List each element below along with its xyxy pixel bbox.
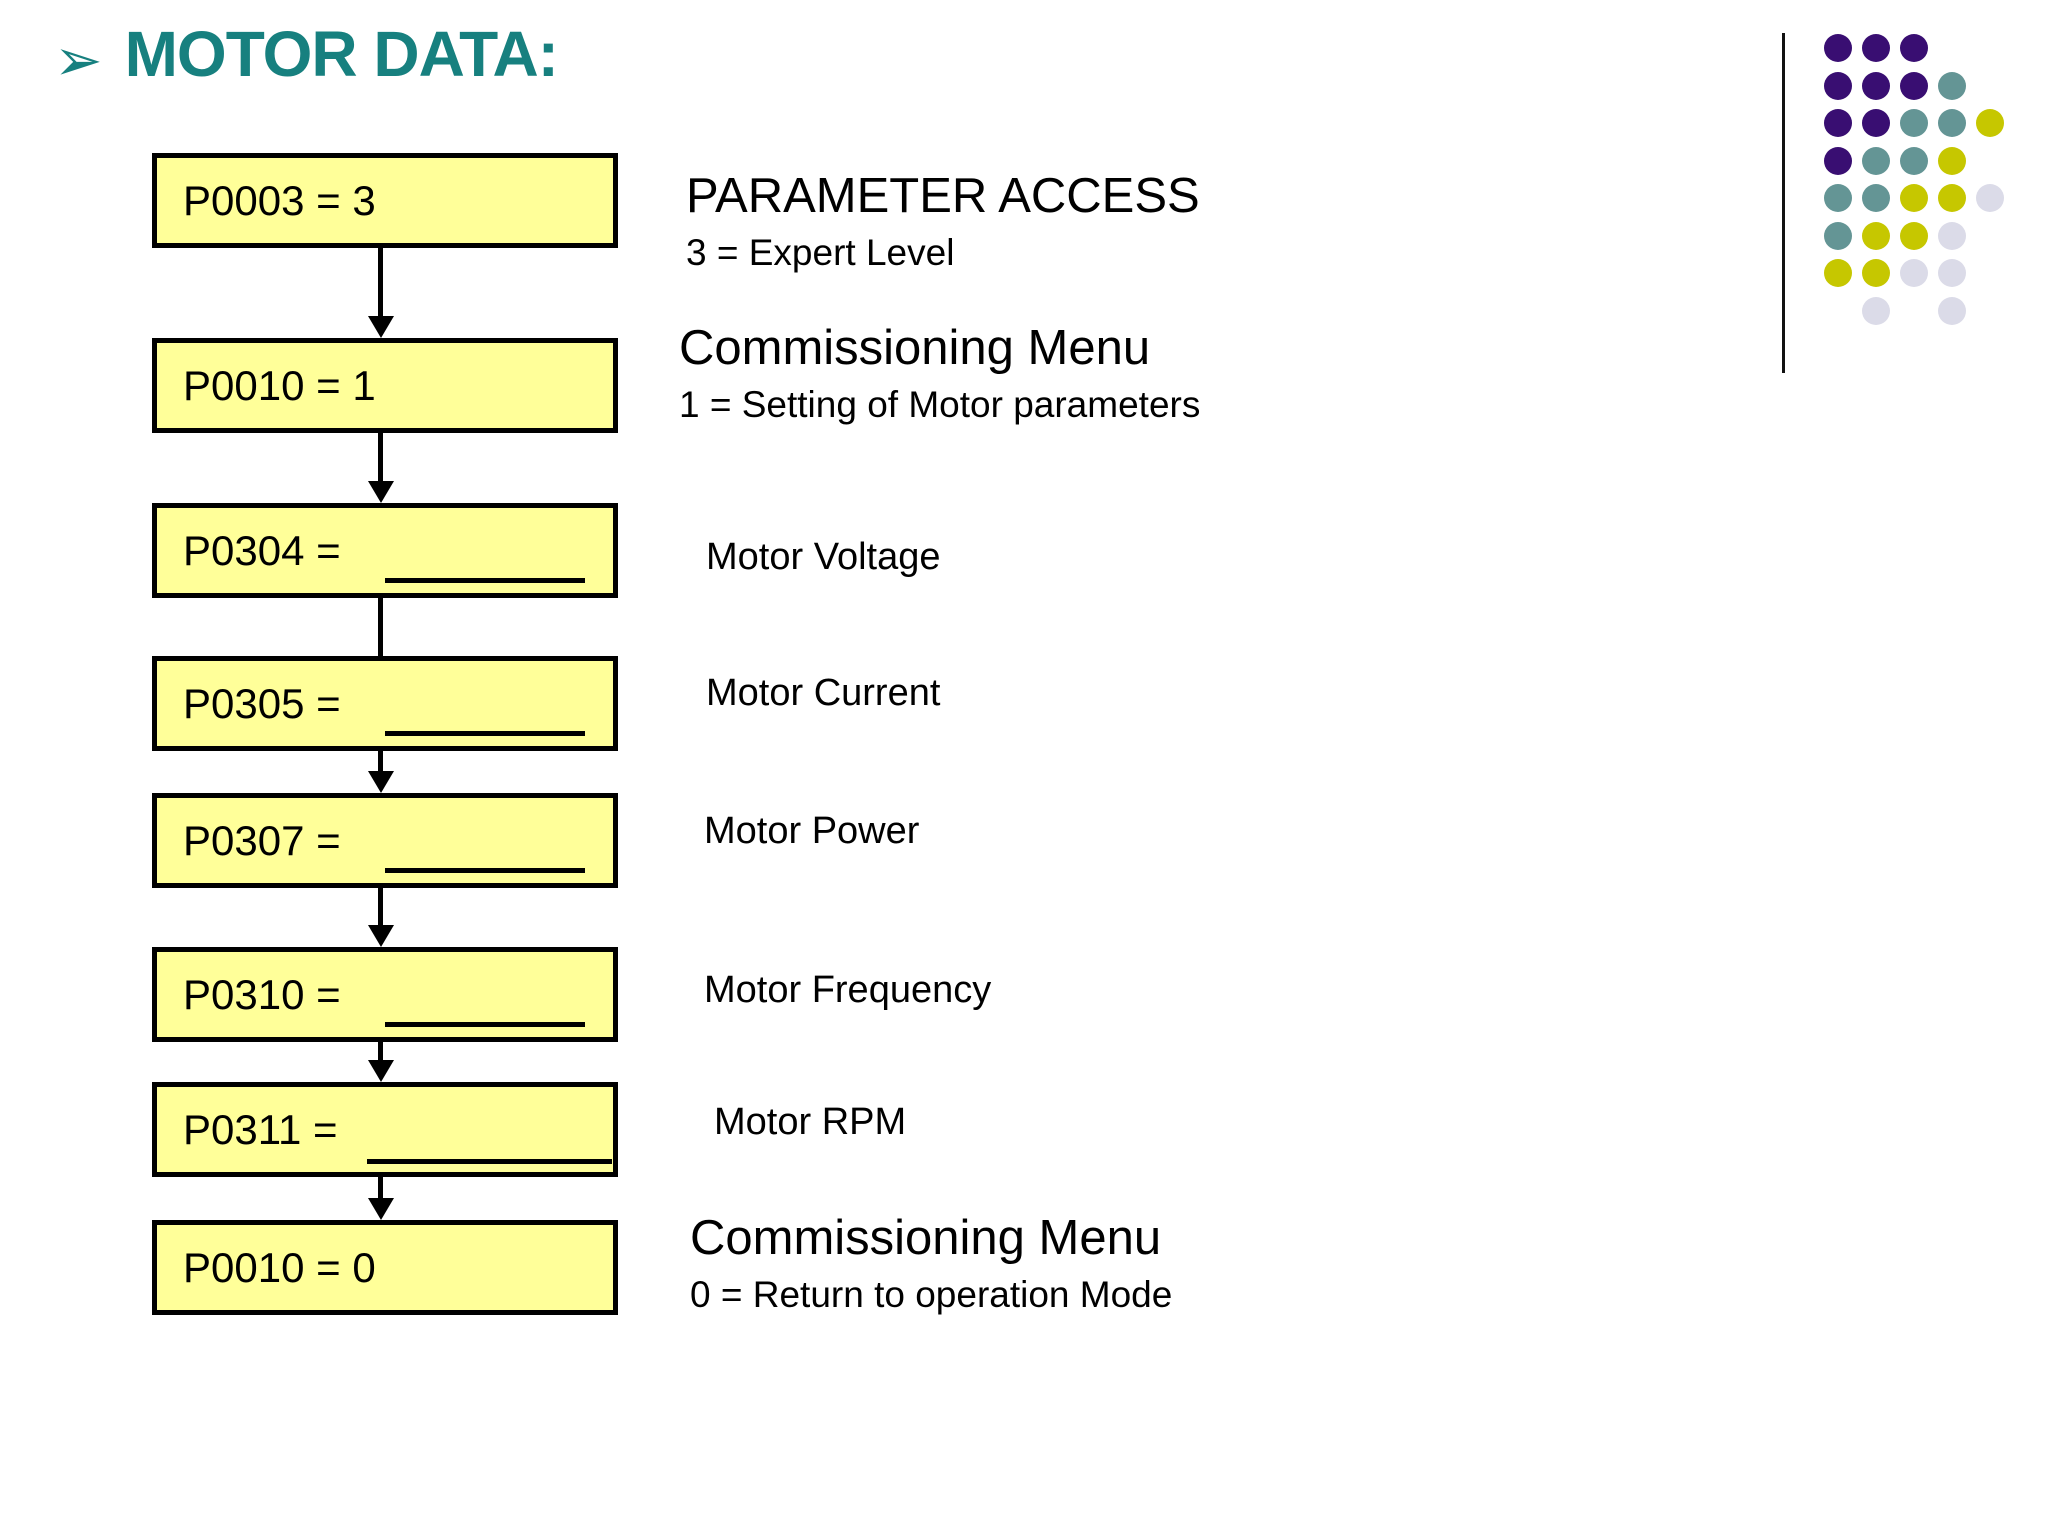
label-motor-rpm: Motor RPM [714, 1101, 907, 1143]
flow-box-p0010-return: P0010 = 0 [152, 1220, 618, 1315]
decor-dot [1938, 109, 1966, 137]
decor-dot [1824, 259, 1852, 287]
label-motor-frequency: Motor Frequency [704, 969, 992, 1011]
decor-dot [1938, 184, 1966, 212]
decor-dot [1976, 109, 2004, 137]
decor-dot [1900, 259, 1928, 287]
decor-dot [1824, 34, 1852, 62]
flow-box-code: P0311 = [183, 1105, 338, 1153]
label-heading: Commissioning Menu [690, 1211, 1162, 1265]
decor-dot [1862, 259, 1890, 287]
decor-dot [1900, 184, 1928, 212]
decor-dot [1824, 71, 1852, 100]
label-motor-power: Motor Power [704, 810, 920, 852]
label-commissioning-menu-0: Commissioning Menu 0 = Return to operati… [690, 1211, 1173, 1316]
decor-dot [1824, 146, 1852, 175]
label-sub: 1 = Setting of Motor parameters [679, 383, 1201, 425]
page-title: MOTOR DATA: [124, 18, 559, 90]
arrow-down-icon [368, 925, 394, 947]
decor-dot [1862, 71, 1890, 100]
flow-box-p0307: P0307 = [152, 793, 618, 888]
label-heading: PARAMETER ACCESS [686, 169, 1200, 223]
decor-dot [1976, 184, 2004, 212]
decor-dot [1824, 184, 1852, 212]
decor-dot [1938, 259, 1966, 287]
flow-box-code: P0010 = 1 [183, 361, 376, 409]
arrow-down-icon [368, 481, 394, 503]
decor-dot [1900, 71, 1928, 100]
label-sub: 0 = Return to operation Mode [690, 1273, 1173, 1315]
decor-vertical-line [1782, 33, 1785, 373]
flow-connector [378, 246, 383, 316]
blank-value-line [385, 731, 585, 736]
decor-dot [1824, 221, 1852, 250]
flow-box-code: P0010 = 0 [183, 1243, 376, 1291]
flow-box-p0304: P0304 = [152, 503, 618, 598]
label-motor-voltage: Motor Voltage [706, 536, 941, 578]
label-sub: 3 = Expert Level [686, 231, 955, 273]
blank-value-line [385, 868, 585, 873]
decor-dot [1900, 34, 1928, 62]
blank-value-line [367, 1159, 612, 1164]
blank-value-line [385, 578, 585, 583]
flow-box-code: P0310 = [183, 970, 341, 1018]
decor-dot [1938, 146, 1966, 175]
decor-dot [1862, 34, 1890, 62]
slide-title-row: ➢ MOTOR DATA: [54, 18, 559, 93]
decor-dot [1824, 109, 1852, 137]
decor-dot [1862, 146, 1890, 175]
flow-box-code: P0307 = [183, 816, 341, 864]
decor-dot [1862, 184, 1890, 212]
flow-connector [378, 431, 383, 481]
label-parameter-access: PARAMETER ACCESS 3 = Expert Level [686, 169, 1200, 274]
flow-box-p0305: P0305 = [152, 656, 618, 751]
flow-connector [378, 1040, 383, 1060]
decor-dot [1900, 146, 1928, 175]
decor-dot [1938, 71, 1966, 100]
flow-box-p0311: P0311 = [152, 1082, 618, 1177]
decor-dot [1900, 221, 1928, 250]
decor-dot [1862, 296, 1890, 325]
flow-box-p0310: P0310 = [152, 947, 618, 1042]
flow-box-code: P0003 = 3 [183, 176, 376, 224]
decor-dot [1938, 296, 1966, 325]
arrow-down-icon [368, 316, 394, 338]
decor-dot [1938, 221, 1966, 250]
label-motor-current: Motor Current [706, 672, 941, 714]
flow-box-code: P0305 = [183, 679, 341, 727]
flow-connector [378, 596, 383, 658]
flow-connector [378, 1175, 383, 1198]
flow-box-p0003: P0003 = 3 [152, 153, 618, 248]
label-commissioning-menu-1: Commissioning Menu 1 = Setting of Motor … [679, 321, 1201, 426]
decor-dot [1862, 109, 1890, 137]
flow-connector [378, 749, 383, 771]
label-heading: Commissioning Menu [679, 321, 1151, 375]
flow-box-p0010-set: P0010 = 1 [152, 338, 618, 433]
flow-connector [378, 886, 383, 925]
decor-dot [1862, 221, 1890, 250]
arrow-down-icon [368, 1198, 394, 1220]
blank-value-line [385, 1022, 585, 1027]
arrow-down-icon [368, 771, 394, 793]
arrow-down-icon [368, 1060, 394, 1082]
flow-box-code: P0304 = [183, 526, 341, 574]
decor-dot [1900, 109, 1928, 137]
arrow-bullet-icon: ➢ [54, 28, 103, 93]
